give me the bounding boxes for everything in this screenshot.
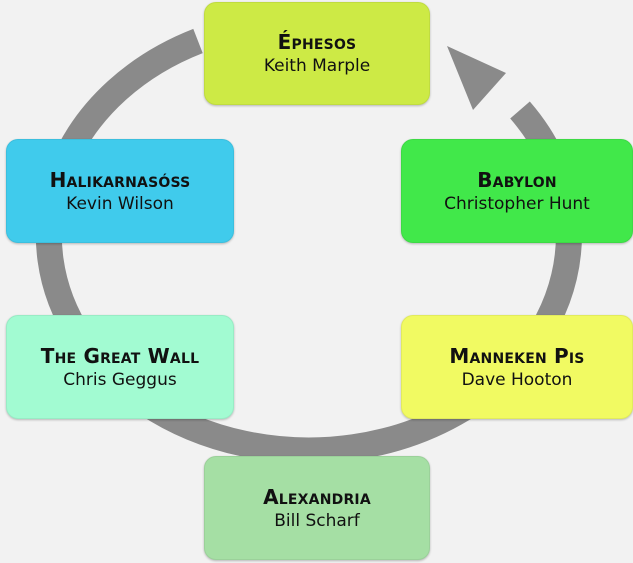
node-title: The Great Wall (40, 343, 200, 368)
node-title: Babylon (477, 167, 557, 192)
node-person: Keith Marple (263, 56, 371, 76)
ring-arrowhead (447, 46, 506, 110)
node-person: Bill Scharf (274, 510, 360, 531)
node-title: Éphesos (277, 30, 357, 54)
node-person: Dave Hooton (461, 369, 573, 390)
node-manneken-pis: Manneken Pis Dave Hooton (401, 315, 633, 419)
node-ephesos: Éphesos Keith Marple (204, 2, 430, 105)
node-person: Christopher Hunt (444, 193, 590, 214)
node-person: Chris Geggus (63, 369, 177, 390)
node-babylon: Babylon Christopher Hunt (401, 139, 633, 243)
node-halikarnasoss: Halikarnasóss Kevin Wilson (6, 139, 234, 243)
node-the-great-wall: The Great Wall Chris Geggus (6, 315, 234, 419)
node-title: Manneken Pis (449, 343, 585, 368)
node-alexandria: Alexandria Bill Scharf (204, 456, 430, 560)
node-title: Alexandria (263, 484, 371, 509)
node-person: Kevin Wilson (66, 193, 174, 214)
node-title: Halikarnasóss (49, 167, 191, 192)
